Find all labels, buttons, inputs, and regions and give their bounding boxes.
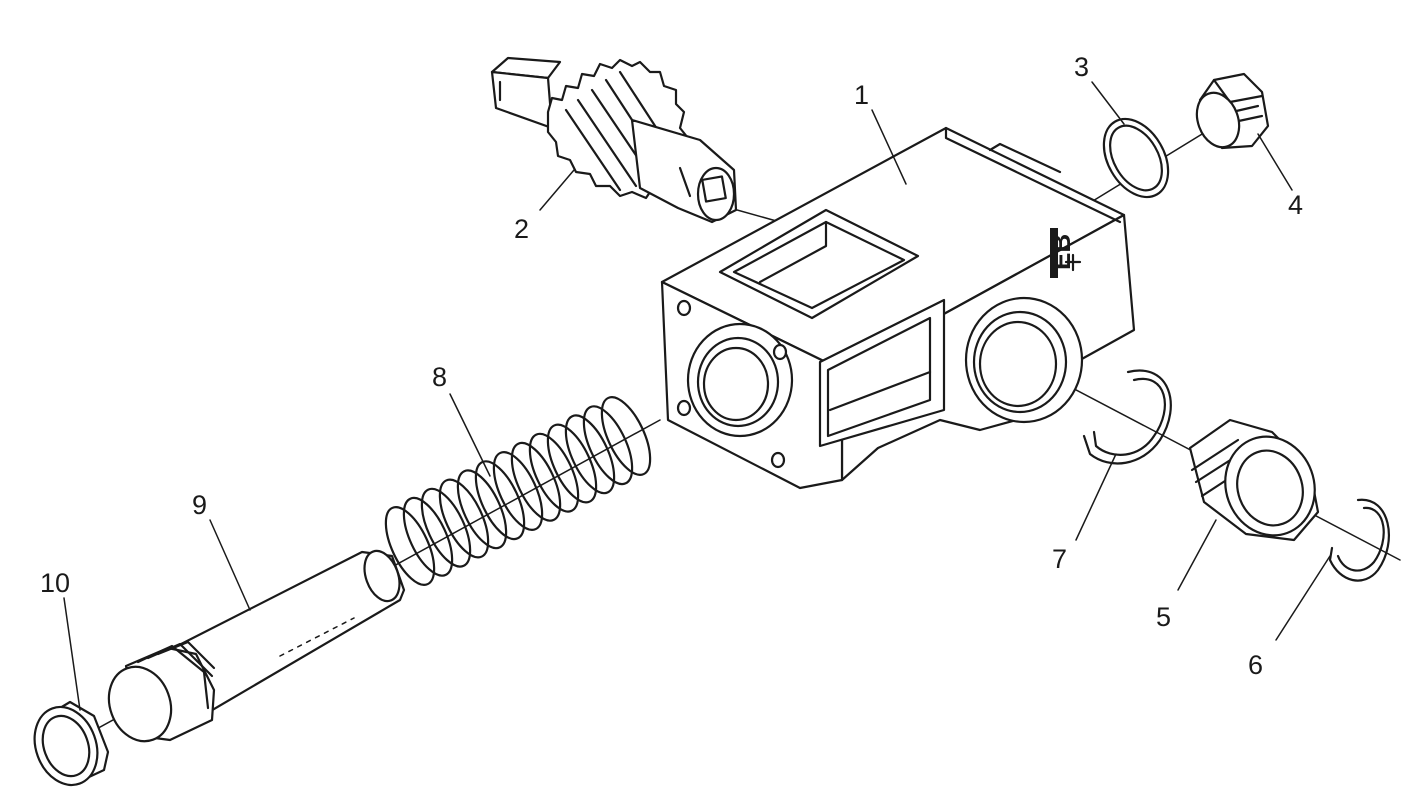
spring-coil (402, 496, 454, 577)
spring-part-8 (384, 396, 652, 586)
spring-coil (420, 487, 472, 568)
label-part-4: 4 (1288, 190, 1303, 220)
o-ring-part-3 (1102, 117, 1170, 199)
spring-coil (384, 506, 436, 586)
plug-part-4 (1195, 72, 1270, 150)
piston-part-9 (107, 549, 406, 743)
spring-coil (438, 478, 490, 559)
label-part-7: 7 (1052, 544, 1067, 574)
label-part-8: 8 (432, 362, 447, 392)
label-part-9: 9 (192, 490, 207, 520)
bushing-part-5 (1188, 418, 1320, 542)
spring-coil (474, 460, 526, 541)
label-part-2: 2 (514, 214, 529, 244)
gear-shaft-part-2 (490, 56, 738, 224)
spring-coil (528, 432, 580, 513)
housing-stamp: EB (1046, 234, 1076, 270)
valve-housing-part-1: EB (660, 126, 1136, 490)
label-part-3: 3 (1074, 52, 1089, 82)
spring-coil (600, 396, 652, 476)
spring-coil (456, 469, 508, 550)
label-part-10: 10 (40, 568, 70, 598)
spring-coil (510, 441, 562, 522)
spring-coil (492, 451, 544, 531)
label-part-5: 5 (1156, 602, 1171, 632)
label-part-6: 6 (1248, 650, 1263, 680)
retaining-ring-part-7 (1082, 369, 1172, 465)
spring-coil (582, 405, 634, 486)
spring-coil (546, 423, 598, 504)
leader-lines (63, 81, 1331, 711)
part-labels: 1 2 3 4 5 6 7 8 9 10 (40, 52, 1303, 680)
label-part-1: 1 (854, 80, 869, 110)
snap-ring-part-6 (1328, 498, 1391, 582)
spring-coil (564, 414, 616, 495)
seal-ring-part-10 (33, 700, 110, 787)
